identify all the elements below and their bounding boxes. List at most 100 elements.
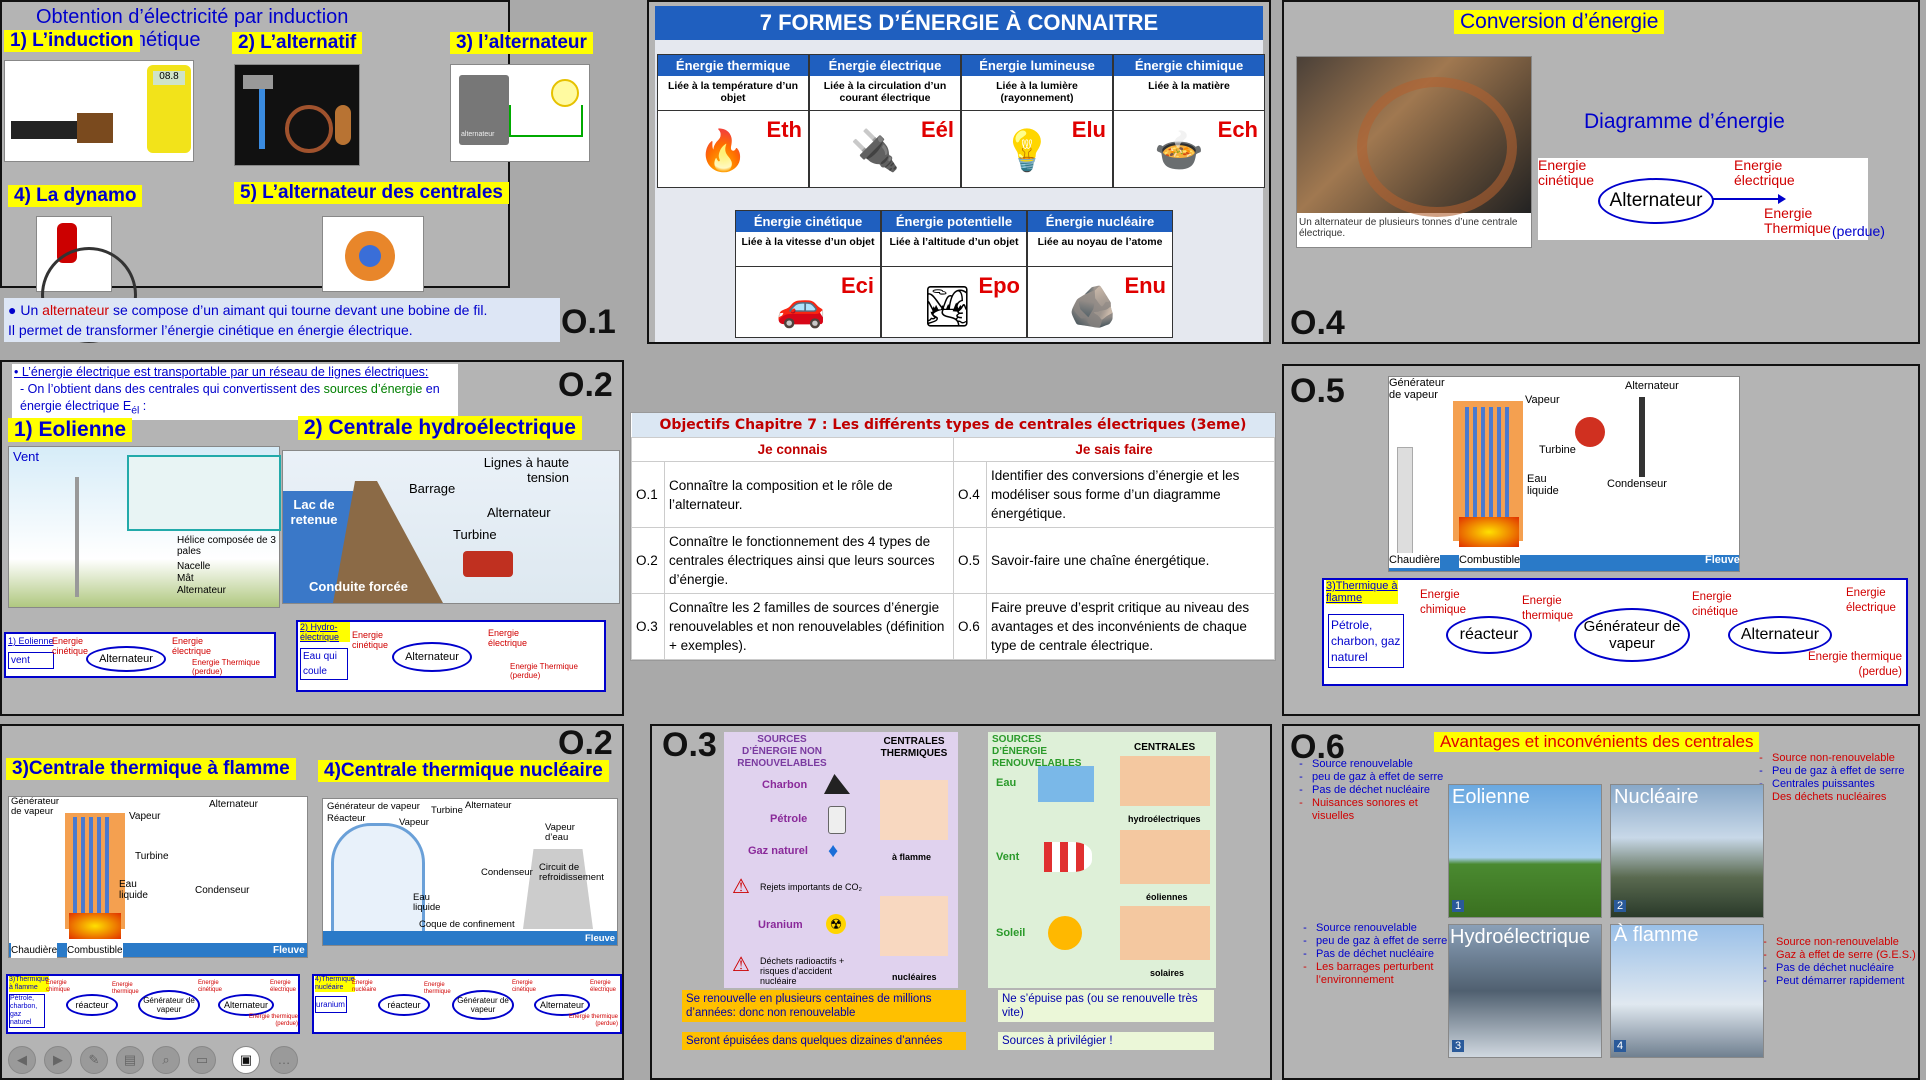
tile-eolienne-label: Eolienne xyxy=(1452,786,1530,808)
objective-text: Savoir-faire une chaîne énergétique. xyxy=(986,527,1275,594)
pen-icon[interactable]: ✎ xyxy=(80,1046,108,1074)
energy-symbol: Eth xyxy=(766,117,802,142)
o1-item-5: 5) L’alternateur des centrales xyxy=(234,182,509,204)
o5-centrale-image: Générateur de vapeur Vapeur Alternateur … xyxy=(1388,376,1740,572)
tile-nucleaire-label: Nucléaire xyxy=(1614,786,1699,808)
o6-point: Peut démarrer rapidement xyxy=(1776,975,1926,988)
energy-symbol: Ech xyxy=(1217,117,1258,142)
objectives-table: Objectifs Chapitre 7 : Les différents ty… xyxy=(630,412,1276,661)
objective-text: Connaître la composition et le rôle de l… xyxy=(664,461,954,528)
centrale-alternateur-image xyxy=(322,216,424,292)
o2b-nuclear-image: Générateur de vapeur Réacteur Turbine Al… xyxy=(322,798,618,946)
tile-flamme-label: À flamme xyxy=(1614,924,1699,946)
dynamo-image xyxy=(36,216,137,343)
tile-num-3: 3 xyxy=(1452,1040,1465,1052)
energy-name: Énergie lumineuse xyxy=(962,55,1112,76)
next-icon[interactable]: ▶ xyxy=(44,1046,72,1074)
o2a-bullet-2: - On l’obtient dans des centrales qui co… xyxy=(20,382,440,417)
panel-o5: O.5 Générateur de vapeur Vapeur Alternat… xyxy=(1282,364,1920,716)
o2b-code: O.2 xyxy=(558,724,613,762)
tile-num-4: 4 xyxy=(1614,1040,1627,1052)
tile-num-2: 2 xyxy=(1614,900,1627,912)
o2b-title-4: 4)Centrale thermique nucléaire xyxy=(318,760,609,782)
slides-icon[interactable]: ▤ xyxy=(116,1046,144,1074)
objective-code: O.6 xyxy=(953,593,987,660)
o3-box-2: Seront épuisées dans quelques dizaines d… xyxy=(682,1032,966,1050)
zoom-icon[interactable]: ⌕ xyxy=(152,1046,180,1074)
induction-image: 08.8 xyxy=(4,60,194,162)
camera-icon[interactable]: ▣ xyxy=(232,1046,260,1074)
o6-list-eol: Source renouvelablepeu de gaz à effet de… xyxy=(1294,758,1460,823)
energy-name: Énergie cinétique xyxy=(736,211,880,232)
o6-point: Nuisances sonores et visuelles xyxy=(1312,797,1460,823)
o1-bullets: ● Un alternateur se compose d’un aimant … xyxy=(4,298,560,342)
o6-point: Source non-renouvelable xyxy=(1776,936,1926,949)
o6-point: peu de gaz à effet de serre xyxy=(1316,935,1464,948)
energy-name: Énergie nucléaire xyxy=(1028,211,1172,232)
objectives-col1: Je connais xyxy=(631,437,954,462)
energy-name: Énergie potentielle xyxy=(882,211,1026,232)
energy-symbol: Enu xyxy=(1124,273,1166,298)
o4-diagram: Energie cinétique Alternateur Energie él… xyxy=(1538,158,1885,240)
energy-desc: Liée à la circulation d’un courant élect… xyxy=(810,76,960,111)
objective-text: Identifier des conversions d’énergie et … xyxy=(986,461,1275,528)
o4-turbine-image: Un alternateur de plusieurs tonnes d’une… xyxy=(1296,56,1532,248)
o1-item-3: 3) l’alternateur xyxy=(450,32,593,54)
o1-bullet-1: ● Un alternateur se compose d’un aimant … xyxy=(8,302,488,318)
energies-title: 7 FORMES D’ÉNERGIE À CONNAITRE xyxy=(655,6,1263,40)
o2a-diagram-1: 1) Eolienne vent Energie cinétique Alter… xyxy=(4,632,276,678)
panel-o1: Obtention d’électricité par induction él… xyxy=(0,0,593,343)
dam-icon: 🏞 xyxy=(922,285,973,329)
bulb-icon: 💡 xyxy=(1002,129,1052,173)
o2a-eol-title: 1) Eolienne xyxy=(8,418,133,442)
tile-hydro xyxy=(1448,924,1602,1058)
o4-out2-a: Energie Thermique xyxy=(1764,205,1831,236)
energy-name: Énergie thermique xyxy=(658,55,808,76)
o4-out2-b: (perdue) xyxy=(1832,223,1885,239)
panel-o6: O.6 Avantages et inconvénients des centr… xyxy=(1282,724,1920,1080)
energy-symbol: Epo xyxy=(978,273,1020,298)
panel-energies: 7 FORMES D’ÉNERGIE À CONNAITRE Énergie t… xyxy=(647,0,1271,344)
more-icon[interactable]: … xyxy=(270,1046,298,1074)
o3-renew: SOURCES D’ÉNERGIE RENOUVELABLES CENTRALE… xyxy=(988,732,1216,988)
o4-caption: Un alternateur de plusieurs tonnes d’une… xyxy=(1299,217,1518,239)
o6-point: Des déchets nucléaires xyxy=(1772,791,1922,804)
objective-code: O.5 xyxy=(953,527,987,594)
o6-point: Pas de déchet nucléaire xyxy=(1312,784,1460,797)
energy-desc: Liée à la lumière (rayonnement) xyxy=(962,76,1112,111)
alternateur-tag: alternateur xyxy=(461,131,495,138)
o6-point: Les barrages perturbent l’environnement xyxy=(1316,961,1464,987)
o2b-diagram-4: 4)Thermique nucléaire uranium Energie nu… xyxy=(312,974,622,1034)
o1-code: O.1 xyxy=(561,303,616,341)
energy-name: Énergie chimique xyxy=(1114,55,1264,76)
prev-icon[interactable]: ◀ xyxy=(8,1046,36,1074)
energy-desc: Liée à la matière xyxy=(1114,76,1264,111)
o6-list-nuc: Source non-renouvelablePeu de gaz à effe… xyxy=(1754,752,1922,804)
o3-box-4: Sources à privilégier ! xyxy=(998,1032,1214,1050)
alternateur-image: alternateur xyxy=(450,64,590,162)
tile-num-1: 1 xyxy=(1452,900,1465,912)
o1-item-1: 1) L’induction xyxy=(4,30,140,52)
objectives-title: Objectifs Chapitre 7 : Les différents ty… xyxy=(631,413,1275,438)
subtitle-icon[interactable]: ▭ xyxy=(188,1046,216,1074)
objectives-col2: Je sais faire xyxy=(953,437,1275,462)
food-icon: 🍲 xyxy=(1154,129,1204,173)
o6-point: Gaz à effet de serre (G.E.S.) xyxy=(1776,949,1926,962)
fire-icon: 🔥 xyxy=(698,129,748,173)
o2b-diagram-3: 3)Thermique à flamme Pétrole, charbon, g… xyxy=(6,974,300,1034)
objective-code: O.4 xyxy=(953,461,987,528)
car-icon: 🚗 xyxy=(776,285,826,329)
panel-o4: Conversion d’énergie Un alternateur de p… xyxy=(1282,0,1920,344)
energy-symbol: Elu xyxy=(1071,117,1106,142)
tile-flamme xyxy=(1610,924,1764,1058)
objective-code: O.2 xyxy=(631,527,665,594)
o6-point: Pas de déchet nucléaire xyxy=(1776,962,1926,975)
